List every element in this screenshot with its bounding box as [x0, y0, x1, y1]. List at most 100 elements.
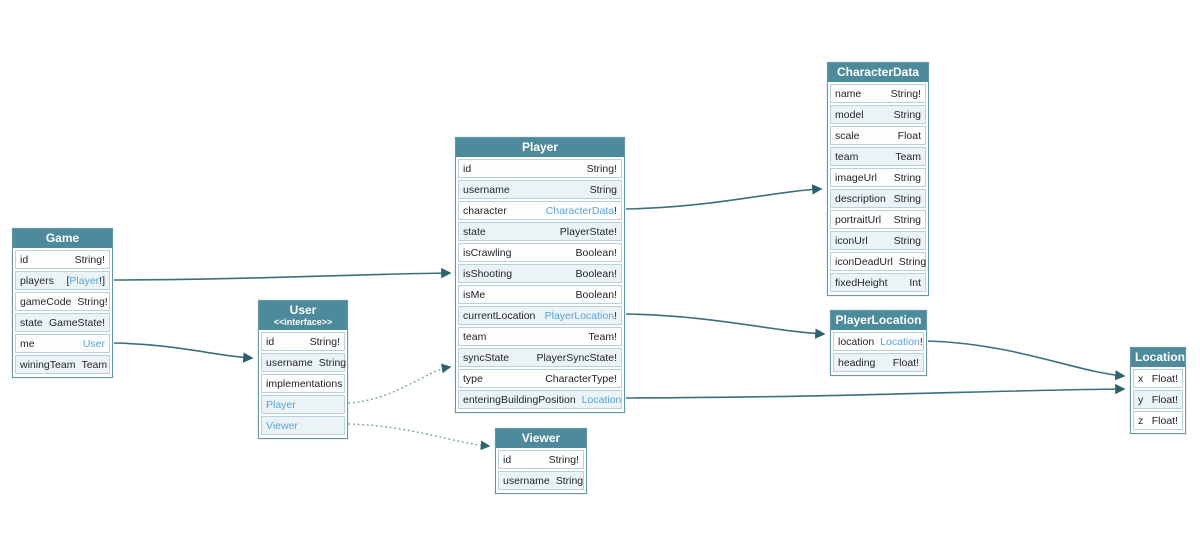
field-type: String: [555, 474, 584, 487]
field-name[interactable]: Viewer: [266, 419, 298, 432]
entity-player-header[interactable]: Player: [456, 138, 624, 157]
field-name: fixedHeight: [835, 276, 888, 289]
field-name: username: [503, 474, 550, 487]
field-name: iconDeadUrl: [835, 255, 893, 268]
edge-game.me-to-user: [113, 342, 254, 363]
game-field-me[interactable]: me User: [15, 334, 110, 353]
type-link-CharacterData[interactable]: CharacterData: [545, 204, 615, 217]
field-name: isMe: [463, 288, 486, 301]
field-type: Location!: [880, 336, 923, 348]
field-name: winingTeam: [20, 358, 76, 371]
field-name: isShooting: [463, 267, 513, 280]
type-link-PlayerLocation[interactable]: PlayerLocation: [544, 309, 615, 322]
field-name: me: [20, 337, 35, 350]
type-prefix: [: [66, 274, 70, 287]
user-field-Viewer[interactable]: Viewer: [261, 416, 345, 435]
entity-location-header[interactable]: Location: [1131, 348, 1185, 367]
type-suffix: !: [614, 204, 617, 217]
field-type: Float!: [1151, 393, 1178, 406]
field-name: id: [266, 335, 275, 348]
user-field-Player[interactable]: Player: [261, 395, 345, 414]
entity-viewer-title: Viewer: [521, 431, 561, 445]
entity-playerlocation-header[interactable]: PlayerLocation: [831, 311, 926, 330]
field-type: [Player!]: [66, 275, 105, 287]
field-type: Team!: [588, 330, 617, 343]
type-link-Player[interactable]: Player: [69, 274, 100, 287]
player-field-team[interactable]: team Team!: [458, 327, 622, 346]
game-field-players[interactable]: players[Player!]: [15, 271, 110, 290]
user-field-username[interactable]: username String: [261, 353, 347, 372]
entity-location-title: Location: [1135, 350, 1185, 364]
player-field-isShooting[interactable]: isShooting Boolean!: [458, 264, 622, 283]
type-link-User[interactable]: User: [82, 337, 105, 350]
user-field-implementations[interactable]: implementations: [261, 374, 345, 393]
field-type: Team: [895, 150, 921, 163]
field-type: Boolean!: [575, 267, 617, 280]
field-name: scale: [835, 129, 860, 142]
game-field-winingTeam[interactable]: winingTeam Team: [15, 355, 110, 374]
field-type: Team: [81, 358, 108, 371]
entity-game-header[interactable]: Game: [13, 229, 112, 248]
player-field-isMe[interactable]: isMe Boolean!: [458, 285, 622, 304]
field-name: x: [1138, 372, 1144, 385]
type-suffix: !: [919, 335, 923, 348]
entity-viewer-header[interactable]: Viewer: [496, 429, 586, 448]
entity-characterdata-header[interactable]: CharacterData: [828, 63, 928, 82]
viewer-field-username[interactable]: username String: [498, 471, 584, 490]
type-link-Location[interactable]: Location: [581, 393, 622, 406]
field-type: Float!: [1151, 414, 1178, 427]
entity-user-header[interactable]: User<<interface>>: [259, 301, 347, 330]
field-type: CharacterData!: [546, 205, 617, 217]
field-name: team: [463, 330, 487, 343]
field-name: isCrawling: [463, 246, 512, 259]
field-type: String: [893, 108, 921, 121]
field-name: username: [266, 356, 313, 369]
edge-playerlocation.location-to-location: [927, 340, 1126, 381]
field-name[interactable]: Player: [266, 398, 296, 411]
type-link-Location[interactable]: Location: [880, 335, 920, 348]
field-type: String: [318, 356, 347, 369]
field-name: id: [20, 253, 29, 266]
field-type: Boolean!: [575, 288, 617, 301]
field-type: String!: [890, 87, 921, 100]
